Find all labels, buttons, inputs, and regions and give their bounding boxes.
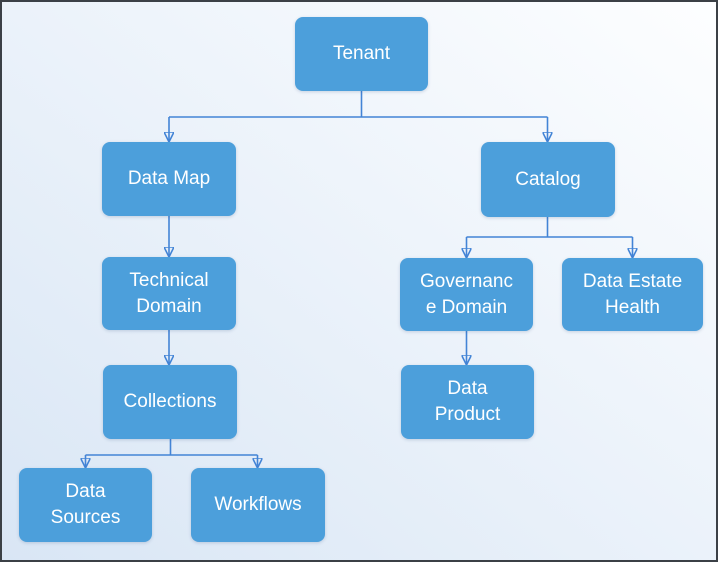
node-tenant: Tenant xyxy=(295,17,428,91)
node-collections: Collections xyxy=(103,365,237,439)
node-governance-domain: Governanc e Domain xyxy=(400,258,533,331)
node-data-product: Data Product xyxy=(401,365,534,439)
node-technical-domain: Technical Domain xyxy=(102,257,236,330)
node-catalog: Catalog xyxy=(481,142,615,217)
node-data-sources: Data Sources xyxy=(19,468,152,542)
node-workflows: Workflows xyxy=(191,468,325,542)
node-data-map: Data Map xyxy=(102,142,236,216)
node-data-estate-health: Data Estate Health xyxy=(562,258,703,331)
